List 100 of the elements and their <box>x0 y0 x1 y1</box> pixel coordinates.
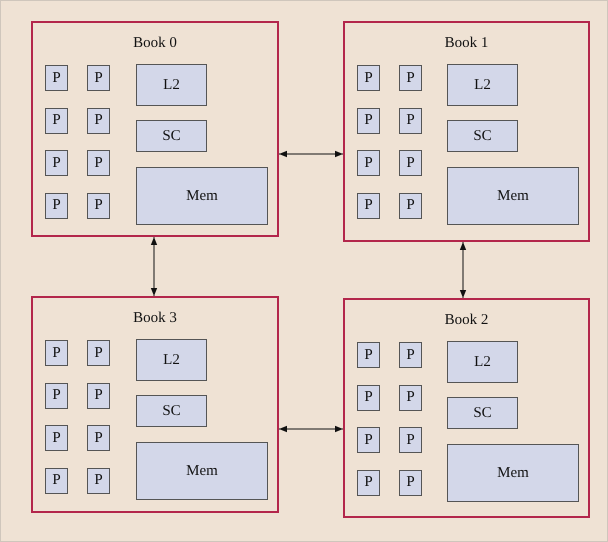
double-arrow <box>278 426 344 432</box>
processor-box <box>45 65 68 91</box>
part-label: P <box>94 387 103 404</box>
book-title: Book 1 <box>444 35 490 52</box>
double-arrow <box>150 236 158 296</box>
part-label: L2 <box>163 352 180 368</box>
processor-box <box>87 468 110 494</box>
controller-box <box>136 395 207 427</box>
part-label: P <box>94 154 103 172</box>
part-label: P <box>94 344 103 362</box>
part-label: P <box>364 432 373 448</box>
processor-box <box>399 342 422 368</box>
processor-box <box>399 427 422 453</box>
part-label: P <box>52 154 61 172</box>
part-label: P <box>406 70 415 86</box>
part-label: L2 <box>474 354 491 370</box>
part-label: P <box>94 430 103 446</box>
part-label: P <box>406 474 415 491</box>
processor-box <box>357 65 380 91</box>
processor-box <box>87 108 110 134</box>
processor-box <box>87 65 110 91</box>
part-label: P <box>52 112 61 129</box>
processor-box <box>357 150 380 176</box>
part-label: SC <box>473 404 492 422</box>
part-label: P <box>52 387 61 404</box>
processor-box <box>87 382 110 408</box>
part-label: L2 <box>474 76 491 94</box>
memory-box <box>447 444 579 502</box>
processor-box <box>399 65 422 91</box>
processor-box <box>87 425 110 451</box>
processor-box <box>357 342 380 368</box>
memory-box <box>136 442 268 500</box>
part-label: P <box>94 112 103 129</box>
part-label: Mem <box>186 462 218 480</box>
part-label: P <box>406 389 415 406</box>
processor-box <box>399 384 422 410</box>
processor-box <box>357 427 380 453</box>
memory-box <box>447 167 579 225</box>
part-label: P <box>406 346 415 364</box>
processor-box <box>45 340 68 366</box>
part-label: P <box>52 197 61 214</box>
controller-box <box>447 397 518 429</box>
controller-box <box>136 120 207 152</box>
cache-box <box>136 339 207 381</box>
cache-box <box>447 341 518 383</box>
processor-box <box>399 192 422 218</box>
book-title: Book 0 <box>132 35 178 52</box>
part-label: SC <box>473 128 492 144</box>
part-label: L2 <box>163 76 180 94</box>
part-label: P <box>364 389 373 406</box>
part-label: Mem <box>186 188 218 204</box>
processor-box <box>357 470 380 496</box>
part-label: P <box>52 70 61 86</box>
memory-box <box>136 167 268 225</box>
part-label: P <box>406 112 415 129</box>
processor-box <box>45 382 68 408</box>
processor-box <box>399 108 422 134</box>
part-label: P <box>364 112 373 129</box>
processor-box <box>357 384 380 410</box>
part-label: Mem <box>497 464 529 482</box>
part-label: P <box>364 474 373 491</box>
part-label: Mem <box>497 188 529 204</box>
book-box <box>31 296 279 513</box>
cache-box <box>447 64 518 106</box>
part-label: P <box>94 70 103 86</box>
part-label: P <box>406 197 415 214</box>
controller-box <box>447 120 518 152</box>
double-arrow <box>460 242 466 298</box>
part-label: P <box>364 197 373 214</box>
double-arrow <box>278 150 344 158</box>
processor-box <box>45 425 68 451</box>
book-title: Book 3 <box>132 310 178 327</box>
book-box <box>343 298 590 518</box>
book-box <box>343 21 590 242</box>
processor-box <box>45 468 68 494</box>
processor-box <box>45 192 68 218</box>
part-label: P <box>94 472 103 489</box>
processor-box <box>399 150 422 176</box>
part-label: SC <box>162 402 181 420</box>
processor-box <box>399 470 422 496</box>
part-label: P <box>364 154 373 172</box>
processor-box <box>45 150 68 176</box>
part-label: P <box>406 154 415 172</box>
processor-box <box>357 192 380 218</box>
part-label: P <box>406 432 415 448</box>
cache-box <box>136 64 207 106</box>
processor-box <box>357 108 380 134</box>
part-label: P <box>94 197 103 214</box>
part-label: SC <box>162 128 181 144</box>
book-title: Book 2 <box>444 312 490 329</box>
processor-box <box>87 192 110 218</box>
processor-box <box>45 108 68 134</box>
part-label: P <box>364 346 373 364</box>
part-label: P <box>52 344 61 362</box>
processor-box <box>87 150 110 176</box>
processor-box <box>87 340 110 366</box>
part-label: P <box>52 430 61 446</box>
part-label: P <box>364 70 373 86</box>
part-label: P <box>52 472 61 489</box>
book-box <box>31 21 279 237</box>
